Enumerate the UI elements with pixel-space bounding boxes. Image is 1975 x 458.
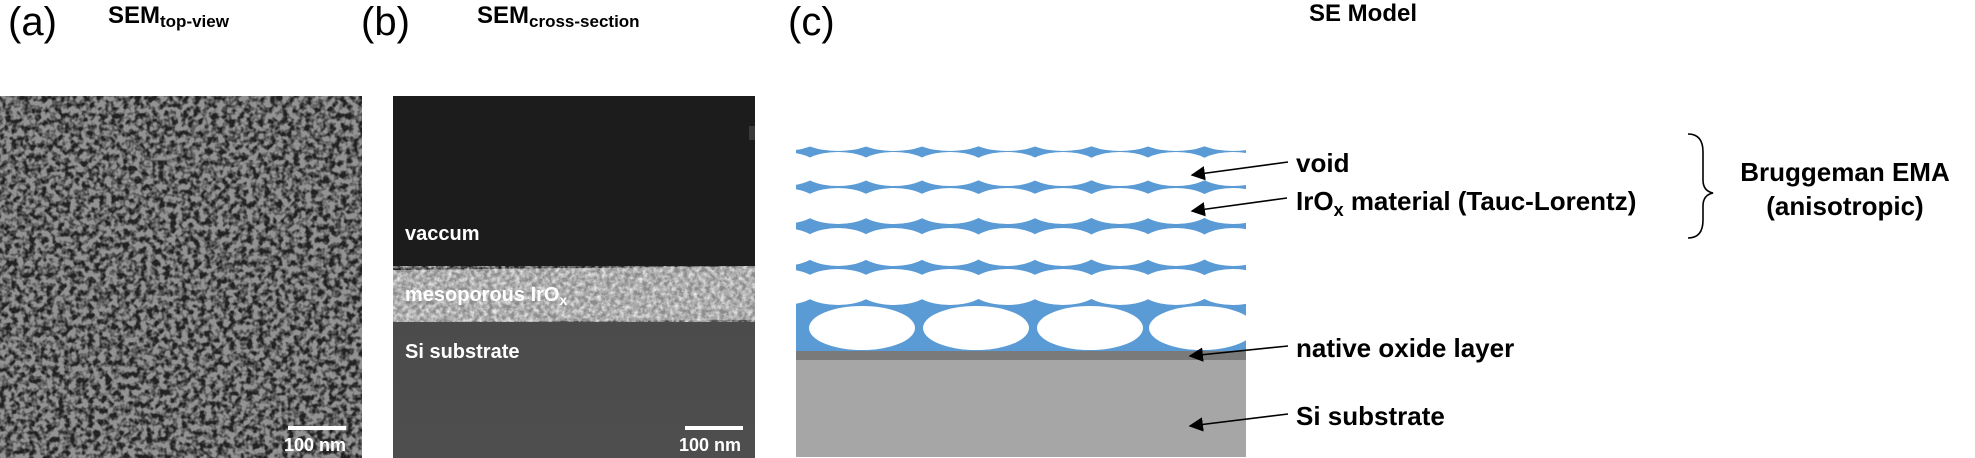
label-irox-pre: IrO: [1296, 186, 1334, 216]
panel-b-title-main: SEM: [477, 2, 530, 29]
panel-c-letter: (c): [788, 0, 835, 44]
panel-a-title: SEMtop-view: [108, 2, 229, 31]
panel-a-letter: (a): [8, 0, 57, 44]
sem-label-mesoporous-main: mesoporous IrO: [405, 284, 560, 306]
label-irox-material: IrOx material (Tauc-Lorentz): [1296, 186, 1637, 220]
ema-label-line2: (anisotropic): [1766, 191, 1924, 221]
panel-c-title: SE Model: [1309, 0, 1418, 27]
arrow-native-oxide: [1188, 345, 1289, 362]
panel-a-title-sub: top-view: [160, 12, 229, 31]
sem-top-view-texture: [0, 96, 362, 458]
ema-label: Bruggeman EMA (anisotropic): [1720, 155, 1970, 223]
arrow-void: [1190, 161, 1289, 181]
label-native-oxide: native oxide layer: [1296, 333, 1515, 363]
panel-b-title-sub: cross-section: [529, 12, 640, 31]
panel-b-scale-bar: [685, 426, 743, 430]
void-pores: [796, 135, 1246, 350]
label-void: void: [1296, 148, 1350, 178]
panel-b-letter: (b): [361, 0, 410, 44]
sem-cross-section-image: vaccum mesoporous IrOx Si substrate 100 …: [393, 96, 755, 458]
sem-label-mesoporous-layer: mesoporous IrOx: [405, 284, 568, 308]
label-si-substrate: Si substrate: [1296, 401, 1445, 431]
ema-label-line1: Bruggeman EMA: [1740, 157, 1950, 187]
label-irox-post: material (Tauc-Lorentz): [1343, 186, 1637, 216]
panel-a-scale-bar: [288, 426, 346, 430]
sem-cross-section-texture: [393, 96, 755, 458]
sem-top-view-image: 100 nm: [0, 96, 362, 458]
label-irox-sub: x: [1333, 200, 1344, 220]
arrow-irox-material: [1190, 197, 1288, 217]
native-oxide-layer: [796, 351, 1246, 360]
sem-label-mesoporous-sub: x: [559, 292, 568, 308]
ema-curly-brace: [1687, 133, 1714, 239]
panel-a-title-main: SEM: [108, 2, 161, 29]
si-substrate-layer: [796, 360, 1246, 457]
arrow-si-substrate: [1188, 413, 1289, 432]
panel-a-scale-label: 100 nm: [284, 435, 347, 455]
panel-b-scale-label: 100 nm: [679, 435, 742, 455]
panel-b-title: SEMcross-section: [477, 2, 640, 31]
sem-label-vacuum: vaccum: [405, 223, 480, 245]
mesoporous-irox-layer: [796, 135, 1246, 351]
sem-label-substrate: Si substrate: [405, 341, 520, 363]
